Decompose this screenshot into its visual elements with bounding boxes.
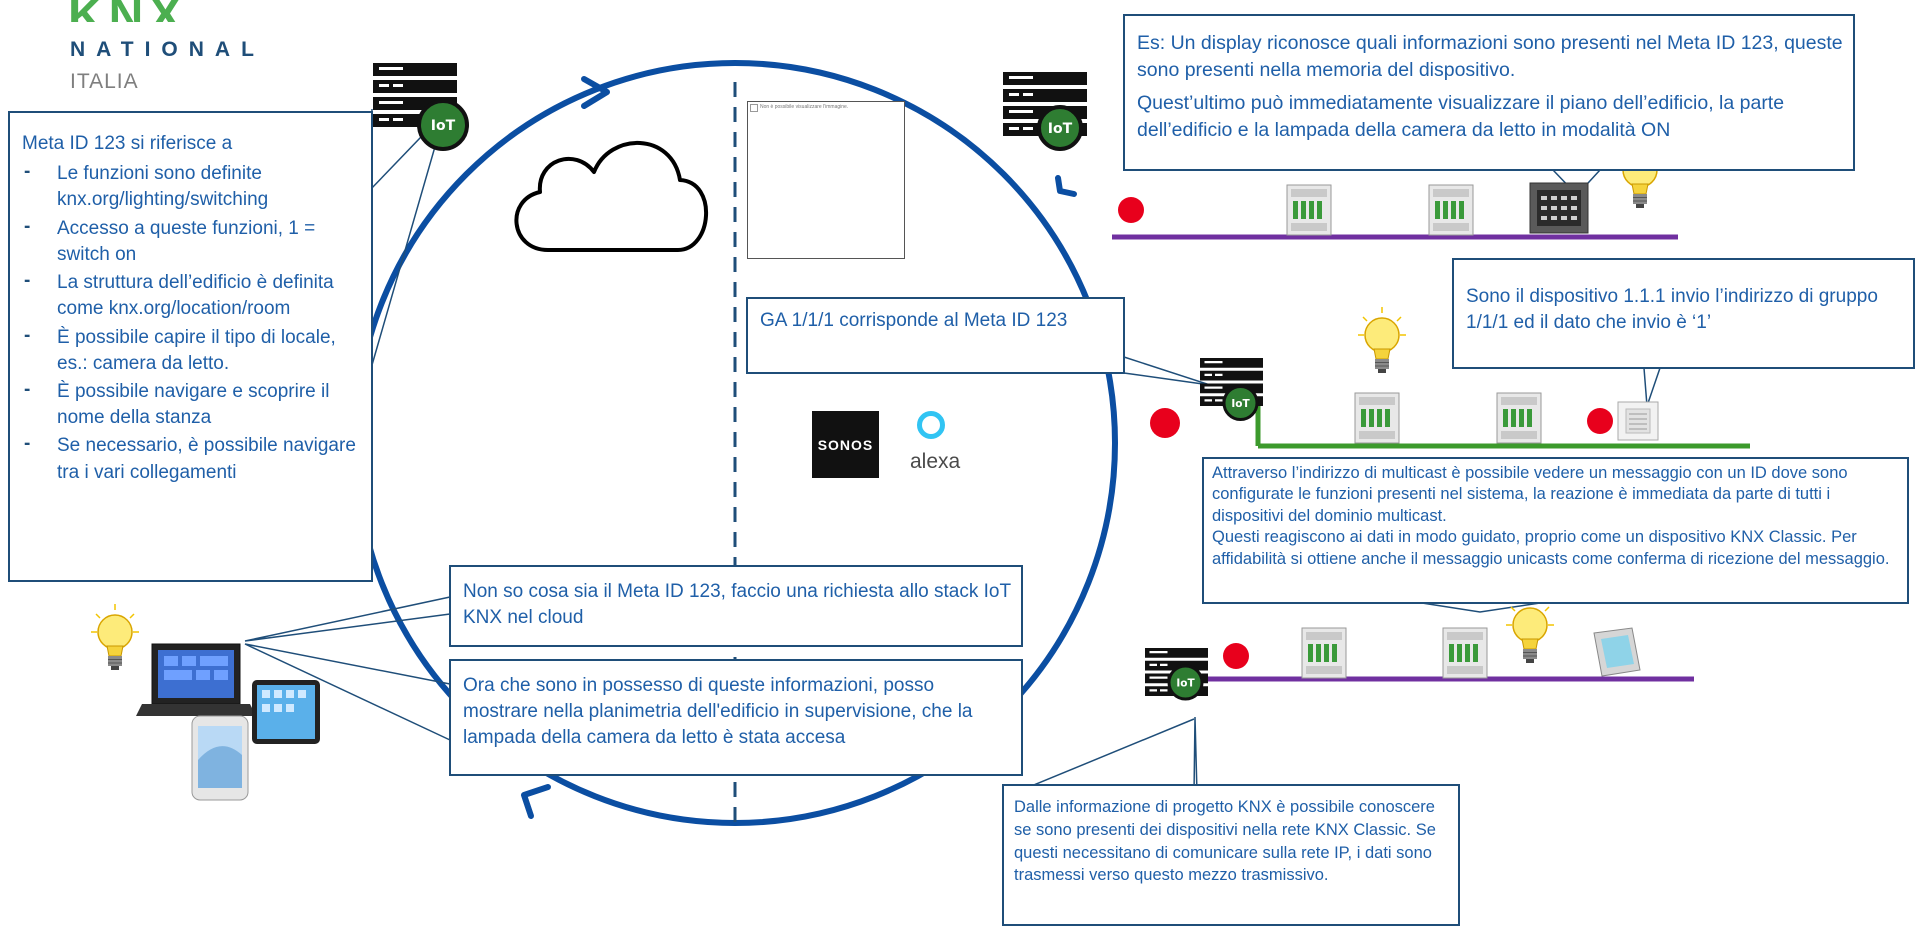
iot-label: IoT: [1176, 677, 1195, 689]
knx-actuator-icon: [1496, 392, 1542, 444]
status-dot-middle-right: [1587, 408, 1613, 434]
pointer-ga: [1123, 356, 1211, 386]
ga-text: GA 1/1/1 corrisponde al Meta ID 123: [760, 310, 1068, 331]
project-text: Dalle informazione di progetto KNX è pos…: [1014, 798, 1436, 885]
broken-image-icon: [750, 104, 758, 112]
smartphone-icon: [191, 715, 249, 801]
iot-badge-icon: [1037, 105, 1083, 151]
pointer-device: [1643, 367, 1661, 407]
iot-label: IoT: [431, 118, 456, 134]
touch-panel-icon: [1529, 182, 1589, 234]
list-item: Accesso a queste funzioni, 1 = switch on: [22, 214, 361, 268]
server-icon: IoT: [1200, 358, 1263, 421]
request-text: Non so cosa sia il Meta ID 123, faccio u…: [463, 581, 1011, 629]
iot-label: IoT: [1231, 398, 1250, 410]
list-item: Se necessario, è possibile navigare tra …: [22, 431, 361, 485]
list-item: Le funzioni sono definite knx.org/lighti…: [22, 159, 361, 213]
callout-possession: Ora che sono in possesso di queste infor…: [449, 659, 1023, 776]
iot-badge-icon: [1167, 664, 1204, 701]
callout-request: Non so cosa sia il Meta ID 123, faccio u…: [449, 565, 1023, 647]
touch-panel-icon: [1593, 627, 1641, 677]
pointer-project-left: [1011, 718, 1195, 795]
multicast-line-1: Attraverso l’indirizzo di multicast è po…: [1212, 464, 1848, 525]
logo-italia: ITALIA: [70, 70, 139, 93]
display-line-1: Es: Un display riconosce quali informazi…: [1137, 32, 1843, 81]
alexa-logo: [917, 411, 945, 439]
broken-image-placeholder: Non è possibile visualizzare l'immagine.: [747, 101, 905, 259]
arrow-right: [1055, 175, 1077, 197]
list-item: È possibile navigare e scoprire il nome …: [22, 377, 361, 431]
possession-text: Ora che sono in possesso di queste infor…: [463, 675, 973, 749]
knx-actuator-icon: [1428, 184, 1474, 236]
list-item: È possibile capire il tipo di locale, es…: [22, 323, 361, 377]
status-dot-middle-left: [1150, 408, 1180, 438]
iot-badge-icon: [417, 99, 469, 151]
arrow-left-bottom: [521, 784, 551, 819]
callout-device: Sono il dispositivo 1.1.1 invio l’indiri…: [1452, 258, 1915, 369]
push-button-icon: [1617, 401, 1659, 441]
placeholder-text: Non è possibile visualizzare l'immagine.: [760, 104, 849, 110]
knx-actuator-icon: [1301, 627, 1347, 679]
pointer-request: [244, 596, 451, 642]
tablet-icon: [252, 680, 320, 744]
device-text: Sono il dispositivo 1.1.1 invio l’indiri…: [1466, 286, 1878, 334]
callout-project: Dalle informazione di progetto KNX è pos…: [1002, 784, 1460, 926]
callout-display: Es: Un display riconosce quali informazi…: [1123, 14, 1855, 171]
laptop-icon: [136, 643, 256, 716]
knx-actuator-icon: [1354, 392, 1400, 444]
status-dot-bottom: [1223, 643, 1249, 669]
callout-multicast: Attraverso l’indirizzo di multicast è po…: [1202, 457, 1909, 604]
iot-badge-icon: [1222, 385, 1259, 421]
server-icon: IoT: [373, 63, 469, 151]
list-item: La struttura dell’edificio è definita co…: [22, 268, 361, 322]
lightbulb-icon: [90, 603, 140, 671]
multicast-line-2: Questi reagiscono ai dati in modo guidat…: [1212, 528, 1890, 568]
pointer-multicast: [1421, 602, 1541, 613]
server-icon: IoT: [1145, 648, 1208, 701]
alexa-label: alexa: [910, 450, 961, 473]
display-line-2: Quest’ultimo può immediatamente visualiz…: [1137, 91, 1785, 141]
pointer-project: [1193, 716, 1198, 795]
lightbulb-icon: [1357, 306, 1407, 374]
status-dot-top: [1118, 197, 1144, 223]
meta-id-title: Meta ID 123 si riferisce a: [22, 133, 233, 154]
callout-meta-id: Meta ID 123 si riferisce a Le funzioni s…: [8, 111, 373, 582]
iot-label: IoT: [1048, 121, 1073, 137]
arrow-top: [581, 76, 610, 109]
meta-id-list: Le funzioni sono definite knx.org/lighti…: [22, 159, 361, 486]
pointer-possession: [244, 643, 451, 741]
knx-actuator-icon: [1286, 184, 1332, 236]
server-icon: IoT: [1003, 72, 1087, 151]
callout-ga: GA 1/1/1 corrisponde al Meta ID 123: [746, 297, 1125, 374]
sonos-logo: SONOS: [812, 411, 879, 478]
cloud-icon: [514, 140, 708, 252]
knx-actuator-icon: [1442, 627, 1488, 679]
knx-logo: KNX: [68, 0, 187, 22]
logo-national: NATIONAL: [70, 38, 265, 61]
